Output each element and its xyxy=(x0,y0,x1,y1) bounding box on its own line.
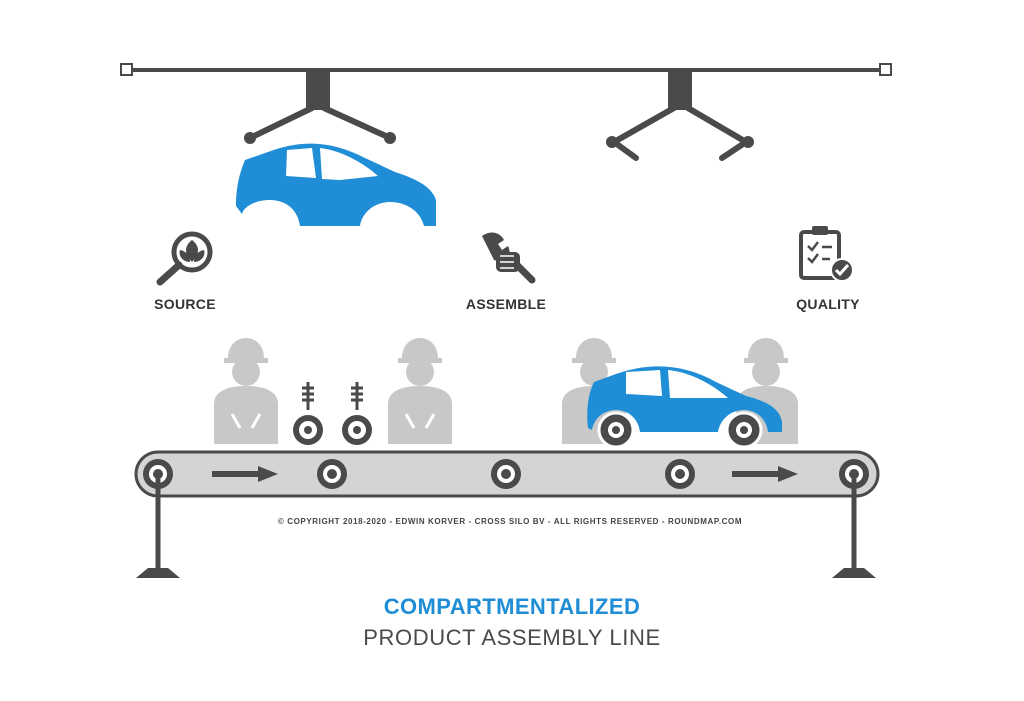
overhead-rail xyxy=(120,63,892,76)
belt-roller-3 xyxy=(491,459,521,489)
worker-1 xyxy=(214,338,278,444)
wheel-assembly-1 xyxy=(293,382,323,445)
worker-2 xyxy=(388,338,452,444)
arrow-right-icon xyxy=(212,466,278,482)
support-leg-left xyxy=(136,474,180,578)
arrow-right-icon xyxy=(732,466,798,482)
step-label-assemble: ASSEMBLE xyxy=(465,296,547,312)
belt-roller-2 xyxy=(317,459,347,489)
wheel-assembly-2 xyxy=(342,382,372,445)
finished-car xyxy=(587,366,782,449)
gripper-left xyxy=(244,70,396,144)
copyright-notice: © COPYRIGHT 2018-2020 - EDWIN KORVER - C… xyxy=(277,517,743,526)
worker-tools xyxy=(230,413,436,429)
gripper-right xyxy=(606,70,754,161)
support-leg-right xyxy=(832,474,876,578)
wrench-hand-icon xyxy=(482,232,536,284)
conveyor-belt xyxy=(134,450,880,498)
diagram-title: COMPARTMENTALIZED xyxy=(383,594,641,619)
belt-roller-4 xyxy=(665,459,695,489)
magnifier-leaf-icon xyxy=(156,231,213,286)
step-label-source: SOURCE xyxy=(154,296,216,312)
step-label-quality: QUALITY xyxy=(796,296,860,312)
checklist-approved-icon xyxy=(799,226,854,282)
diagram-subtitle: PRODUCT ASSEMBLY LINE xyxy=(363,625,661,650)
car-body-shell xyxy=(236,143,436,226)
